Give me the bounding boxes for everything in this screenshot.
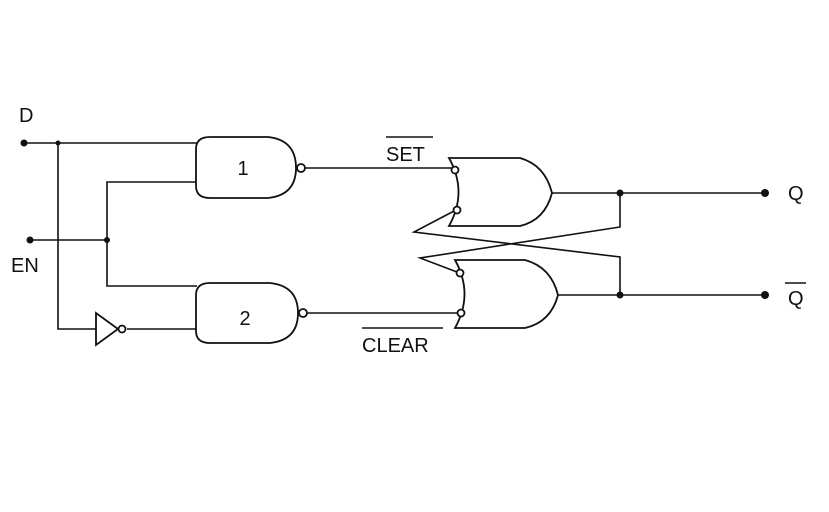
label-q: Q xyxy=(788,183,804,205)
label-clear-bar: CLEAR xyxy=(362,335,429,357)
junctions xyxy=(20,139,769,299)
inverter xyxy=(95,311,127,347)
nand-gate-1: 1 xyxy=(195,136,306,199)
or-gate-top xyxy=(447,157,553,227)
feedback-q-bar xyxy=(411,210,621,295)
label-en: EN xyxy=(11,255,39,277)
label-d: D xyxy=(19,105,33,127)
feedback-q xyxy=(416,193,621,273)
label-q-bar: Q xyxy=(788,288,804,310)
gate-label-1: 1 xyxy=(237,158,248,180)
label-set-bar: SET xyxy=(386,144,425,166)
or-gate-bottom xyxy=(453,259,559,329)
wires xyxy=(24,142,765,330)
wire-en-branch xyxy=(106,181,197,287)
gate-label-2: 2 xyxy=(239,308,250,330)
nand-gate-2: 2 xyxy=(195,282,308,344)
wire-d-to-inverter xyxy=(57,143,96,330)
